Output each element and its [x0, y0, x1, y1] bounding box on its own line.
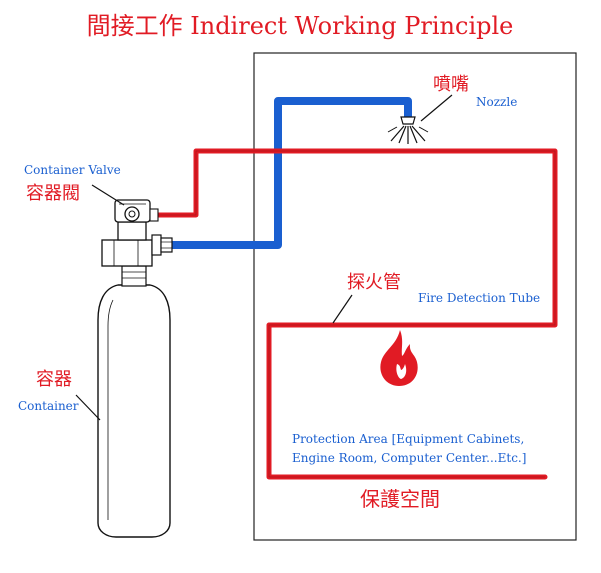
nozzle-icon: [387, 116, 429, 144]
nozzle-leader: [420, 94, 453, 122]
tube-leader: [332, 294, 353, 324]
container-leader: [75, 394, 101, 421]
fire-detection-tube: [147, 148, 558, 480]
discharge-pipe: [168, 97, 412, 249]
valve-leader: [91, 184, 125, 206]
fire-detection-tube-outline: [150, 150, 556, 478]
area-label-zh: 保護空間: [360, 487, 440, 511]
nozzle-label-en: Nozzle: [476, 95, 517, 109]
nozzle-label-zh: 噴嘴: [433, 74, 469, 95]
container-label-zh: 容器: [36, 369, 72, 390]
valve-label-en: Container Valve: [24, 163, 121, 177]
diagram-title: 間接工作 Indirect Working Principle: [87, 12, 514, 40]
container-cylinder: [97, 265, 171, 538]
protection-area-box: [253, 52, 577, 541]
container-label-en: Container: [18, 399, 79, 413]
tube-label-en: Fire Detection Tube: [418, 291, 540, 305]
flame-icon: [380, 330, 418, 386]
area-description-line1: Protection Area [Equipment Cabinets,: [292, 432, 524, 446]
area-description-line2: Engine Room, Computer Center...Etc.]: [292, 451, 526, 465]
valve-label-zh: 容器閥: [26, 183, 80, 204]
container-valve: [101, 199, 173, 267]
tube-label-zh: 探火管: [347, 272, 401, 293]
